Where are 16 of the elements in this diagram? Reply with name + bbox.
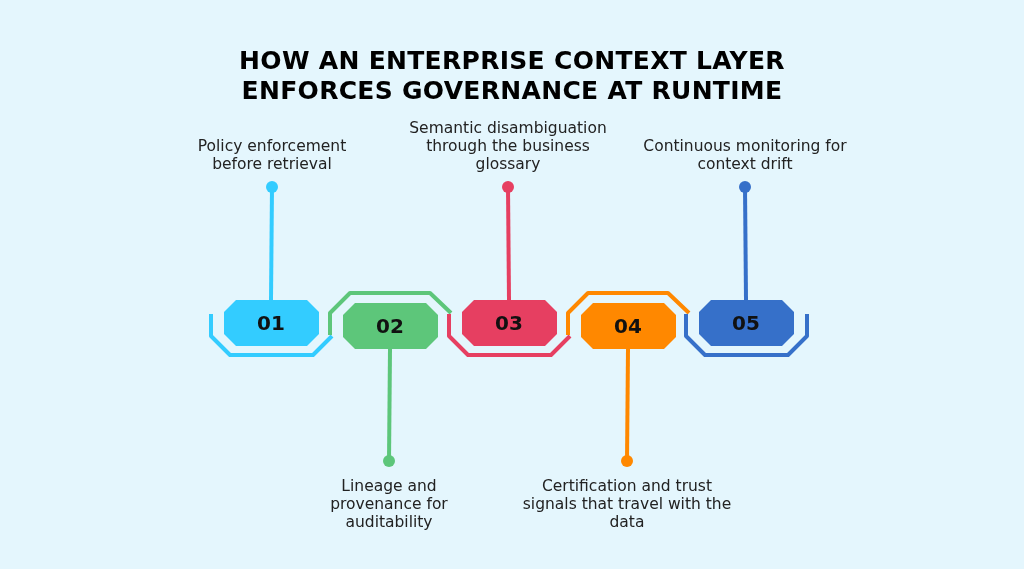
step-description: Certification and trust signals that travel with the data: [519, 477, 735, 531]
leader-line: [383, 348, 395, 467]
leader-line: [266, 181, 278, 301]
step-description: Lineage and provenance for auditability: [319, 477, 459, 531]
number-badge: 01: [223, 300, 319, 346]
leader-line: [621, 348, 633, 467]
step-description: Semantic disambiguation through the business glossary: [395, 119, 621, 173]
step-description: Policy enforcement before retrieval: [177, 137, 367, 173]
leader-line: [502, 181, 514, 301]
step-description: Continuous monitoring for context drift: [637, 137, 853, 173]
title: HOW AN ENTERPRISE CONTEXT LAYER ENFORCES GOVERNANCE AT RUNTIME: [238, 46, 786, 106]
number-badge: 04: [580, 303, 676, 349]
number-badge: 02: [342, 303, 438, 349]
number-badge: 05: [698, 300, 794, 346]
number-badge: 03: [461, 300, 557, 346]
leader-line: [739, 181, 751, 301]
